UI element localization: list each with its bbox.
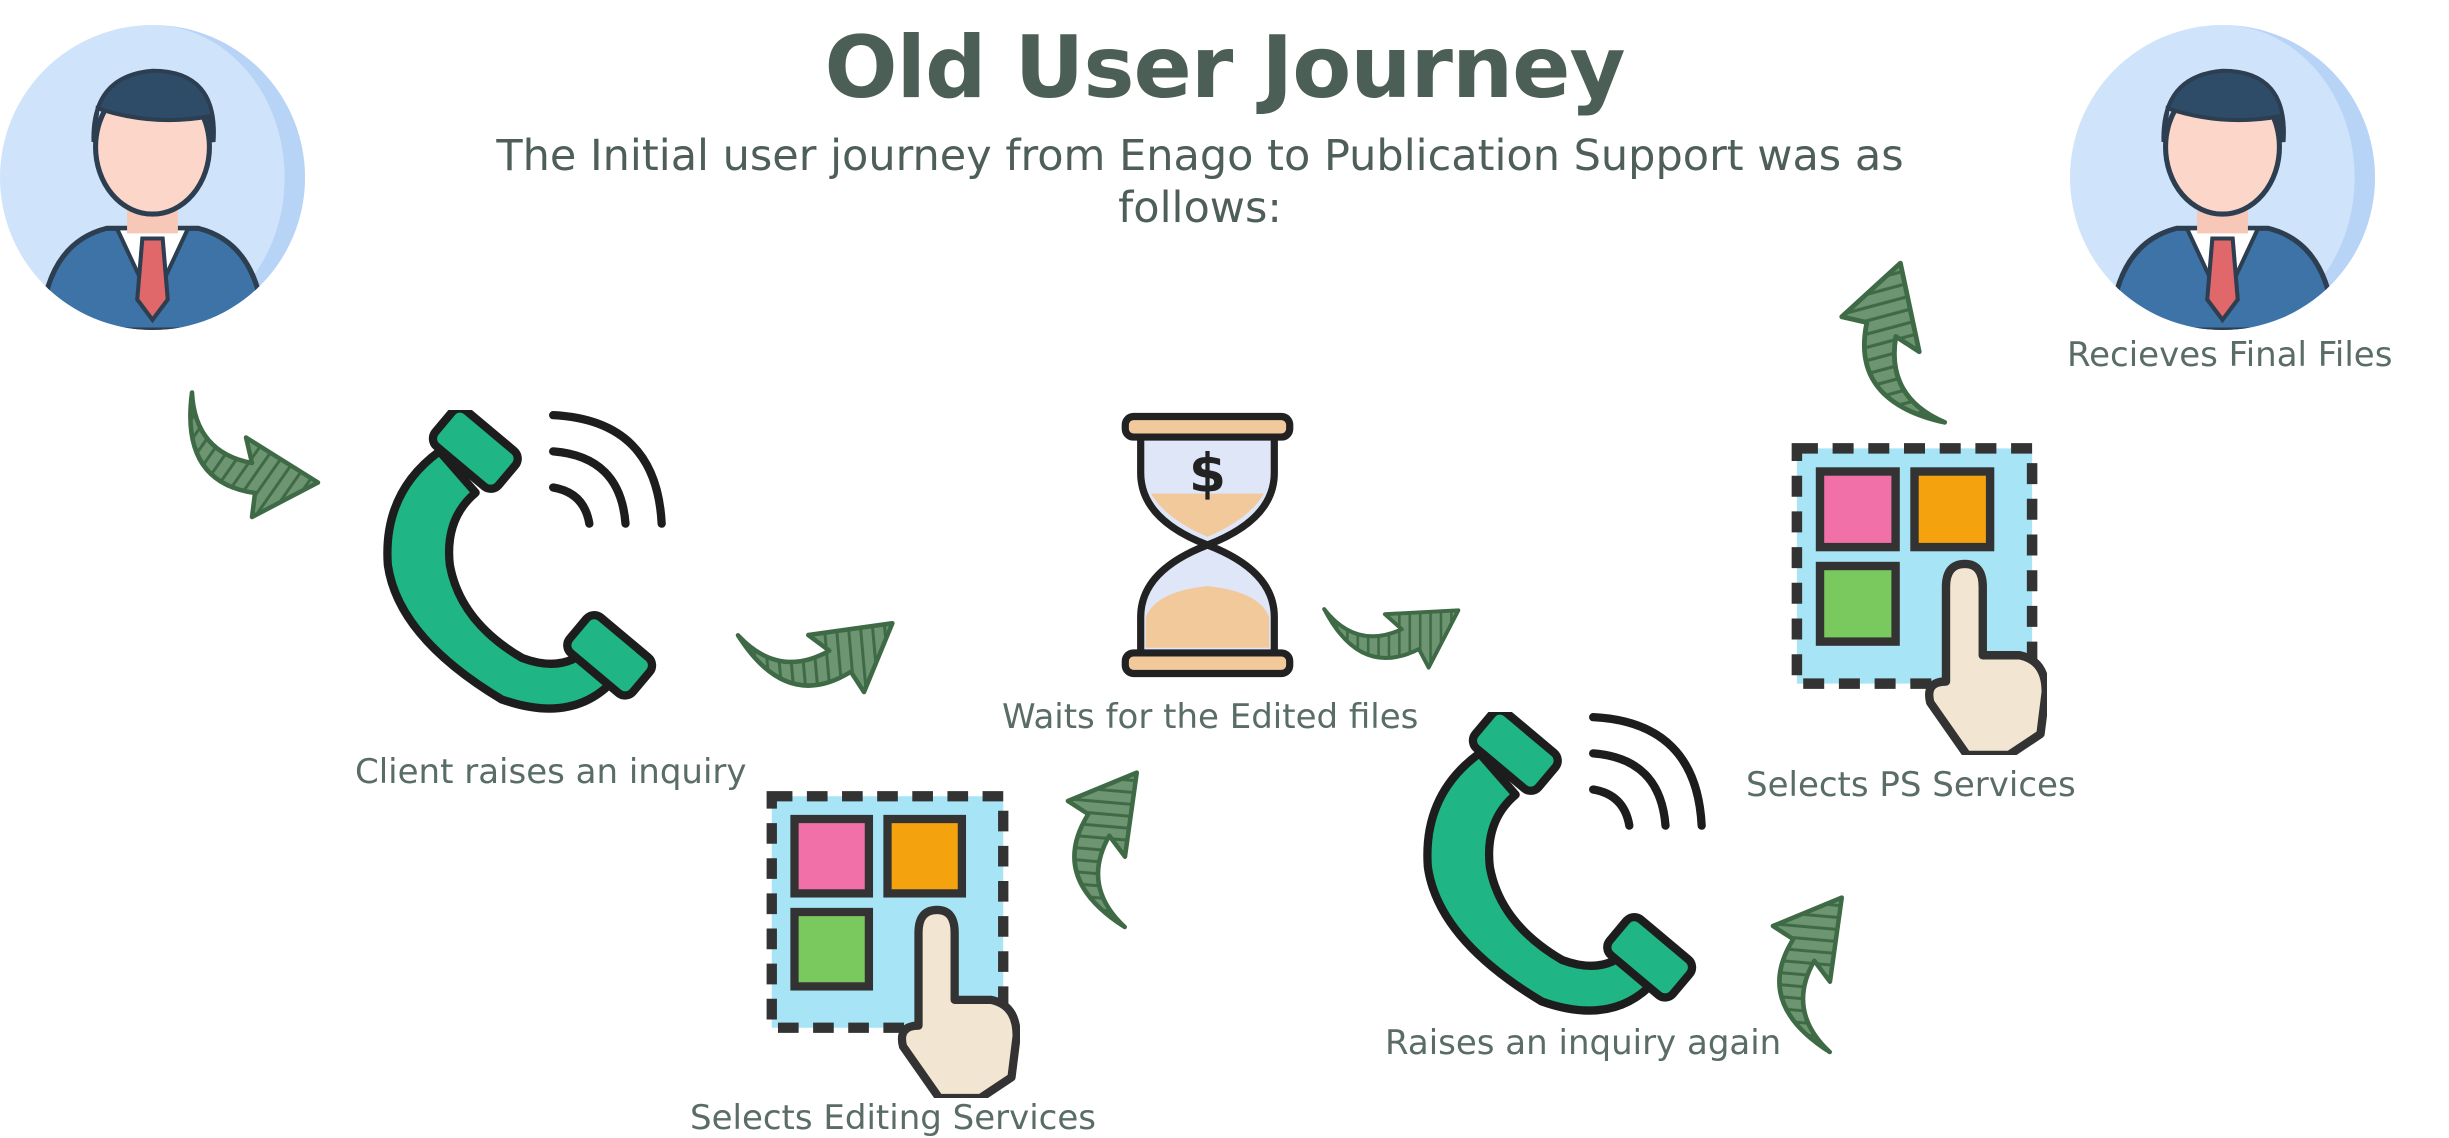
step-label-wait-files: Waits for the Edited files bbox=[1002, 697, 1419, 737]
user-avatar-icon bbox=[2070, 25, 2375, 330]
phone-icon bbox=[1415, 712, 1730, 1022]
step-label-inquiry-again: Raises an inquiry again bbox=[1385, 1023, 1782, 1063]
step-label-editing-services: Selects Editing Services bbox=[690, 1098, 1097, 1138]
phone-icon bbox=[375, 410, 690, 720]
service-grid-icon bbox=[755, 788, 1020, 1098]
step-label-ps-services: Selects PS Services bbox=[1746, 765, 2076, 805]
service-grid-icon bbox=[1782, 440, 2047, 755]
curved-arrow-icon bbox=[180, 370, 330, 520]
curved-arrow-icon bbox=[1013, 732, 1237, 959]
curved-arrow-icon bbox=[1288, 513, 1502, 717]
page-title: Old User Journey bbox=[824, 18, 1625, 118]
step-label-final-files: Recieves Final Files bbox=[2067, 335, 2393, 375]
step-label-client-inquiry: Client raises an inquiry bbox=[355, 752, 747, 792]
curved-arrow-icon bbox=[1811, 233, 2019, 447]
hourglass-dollar-icon bbox=[1115, 405, 1300, 685]
user-avatar-icon bbox=[0, 25, 305, 330]
curved-arrow-icon bbox=[711, 526, 930, 744]
page-subtitle: The Initial user journey from Enago to P… bbox=[496, 131, 1904, 233]
